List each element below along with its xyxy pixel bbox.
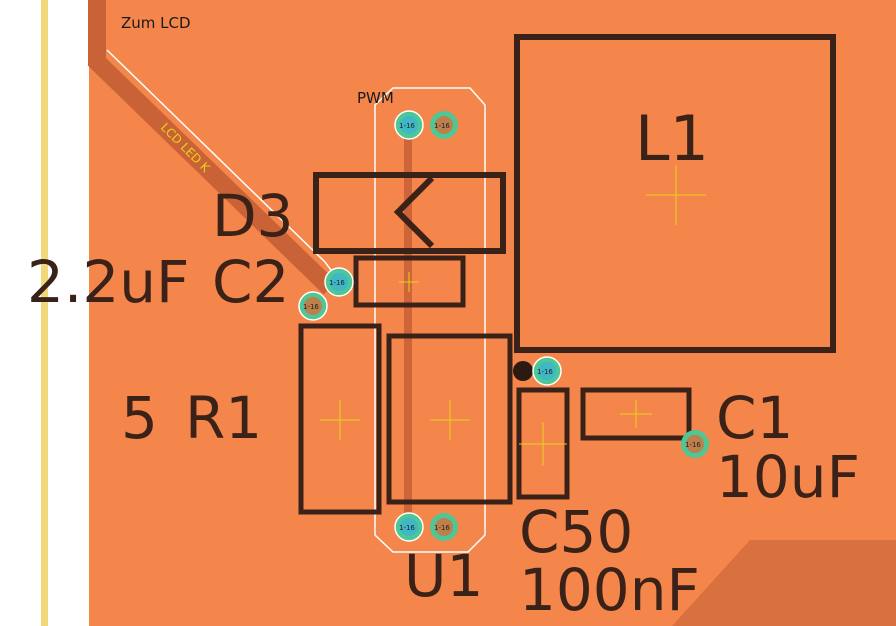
copper-pour-dark-region [672,540,896,626]
svg-text:1-16: 1-16 [303,303,319,311]
c1-value: 10uF [716,443,860,511]
c2-outline[interactable] [353,255,466,308]
svg-text:1-16: 1-16 [434,122,450,130]
c1-outline[interactable] [580,387,692,441]
pwm-trace[interactable] [404,128,412,518]
r1-value: 5 [121,384,158,452]
svg-text:1-16: 1-16 [685,441,701,449]
copper-pour [89,0,896,626]
lcd-trace[interactable] [88,0,337,295]
r1-designator: R1 [185,384,262,452]
via-c2-bottom[interactable]: 1-16 [298,291,328,321]
via-u1-bottom-left[interactable]: 1-16 [394,512,424,542]
d3-diode-mark [393,175,435,249]
via-pwm-right[interactable]: 1-16 [430,111,458,139]
via-u1-pin[interactable]: 1-16 [532,356,562,386]
svg-text:1-16: 1-16 [399,122,415,130]
c1-designator: C1 [716,384,793,452]
d3-designator: D3 [212,182,294,250]
c2-designator: C2 [212,248,289,316]
via-u1-bottom-right[interactable]: 1-16 [430,513,458,541]
via-pwm-left[interactable]: 1-16 [394,110,424,140]
board-edge-line [41,0,48,626]
c50-designator: C50 [519,498,633,566]
pwm-label: PWM [357,89,394,107]
u1-designator: U1 [404,542,483,610]
l1-outline[interactable] [514,34,836,353]
svg-text:1-16: 1-16 [537,368,553,376]
via-c2-top[interactable]: 1-16 [324,267,354,297]
l1-designator: L1 [635,102,709,175]
svg-text:1-16: 1-16 [329,279,345,287]
zum-lcd-label: Zum LCD [121,14,191,32]
c50-value: 100nF [519,556,700,624]
u1-pin1-marker [513,361,533,381]
d3-outline[interactable] [313,172,506,254]
svg-text:1-16: 1-16 [399,524,415,532]
svg-text:1-16: 1-16 [434,524,450,532]
via-c1[interactable]: 1-16 [681,430,709,458]
u1-outline[interactable] [386,333,513,505]
c2-value: 2.2uF [27,248,189,316]
r1-outline[interactable] [298,323,382,515]
